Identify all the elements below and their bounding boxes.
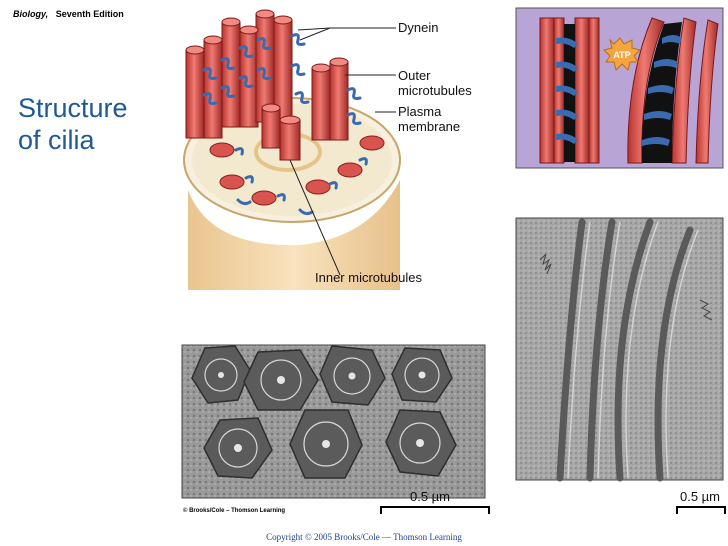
doublet-cross-sections — [209, 135, 385, 206]
inner-microtubules-label: Inner microtubules — [315, 270, 422, 285]
dynein-label: Dynein — [398, 20, 439, 35]
dynein-arms — [202, 33, 368, 216]
atp-label: ATP — [613, 50, 630, 60]
book-title: Biology, — [13, 9, 49, 19]
plasma-membrane-label: Plasma membrane — [398, 104, 461, 134]
dynein-mechanism-panel: ATP — [515, 7, 724, 169]
em-cross-section-micrograph — [181, 344, 486, 499]
publisher-credit: © Brooks/Cole – Thomson Learning — [183, 508, 286, 514]
outer-microtubules-label: Outer microtubules — [398, 68, 472, 98]
atp-starburst — [603, 37, 641, 71]
plasma-membrane-body — [188, 180, 400, 290]
book-edition: Seventh Edition — [55, 9, 124, 19]
scale-bar-right — [676, 506, 726, 514]
book-header: Biology, Seventh Edition — [13, 9, 124, 19]
outer-microtubule-rods — [185, 9, 349, 161]
leader-lines — [289, 27, 396, 276]
scale-bar-label-left: 0.5 µm — [410, 489, 451, 504]
slide-title: Structure of cilia — [18, 93, 128, 155]
scale-bar-left — [380, 506, 490, 514]
copyright-footer: Copyright © 2005 Brooks/Cole — Thomson L… — [266, 532, 462, 542]
em-longitudinal-micrograph — [515, 217, 724, 482]
scale-bar-label-right: 0.5 µm — [680, 489, 721, 504]
cilium-illustration — [183, 9, 401, 290]
